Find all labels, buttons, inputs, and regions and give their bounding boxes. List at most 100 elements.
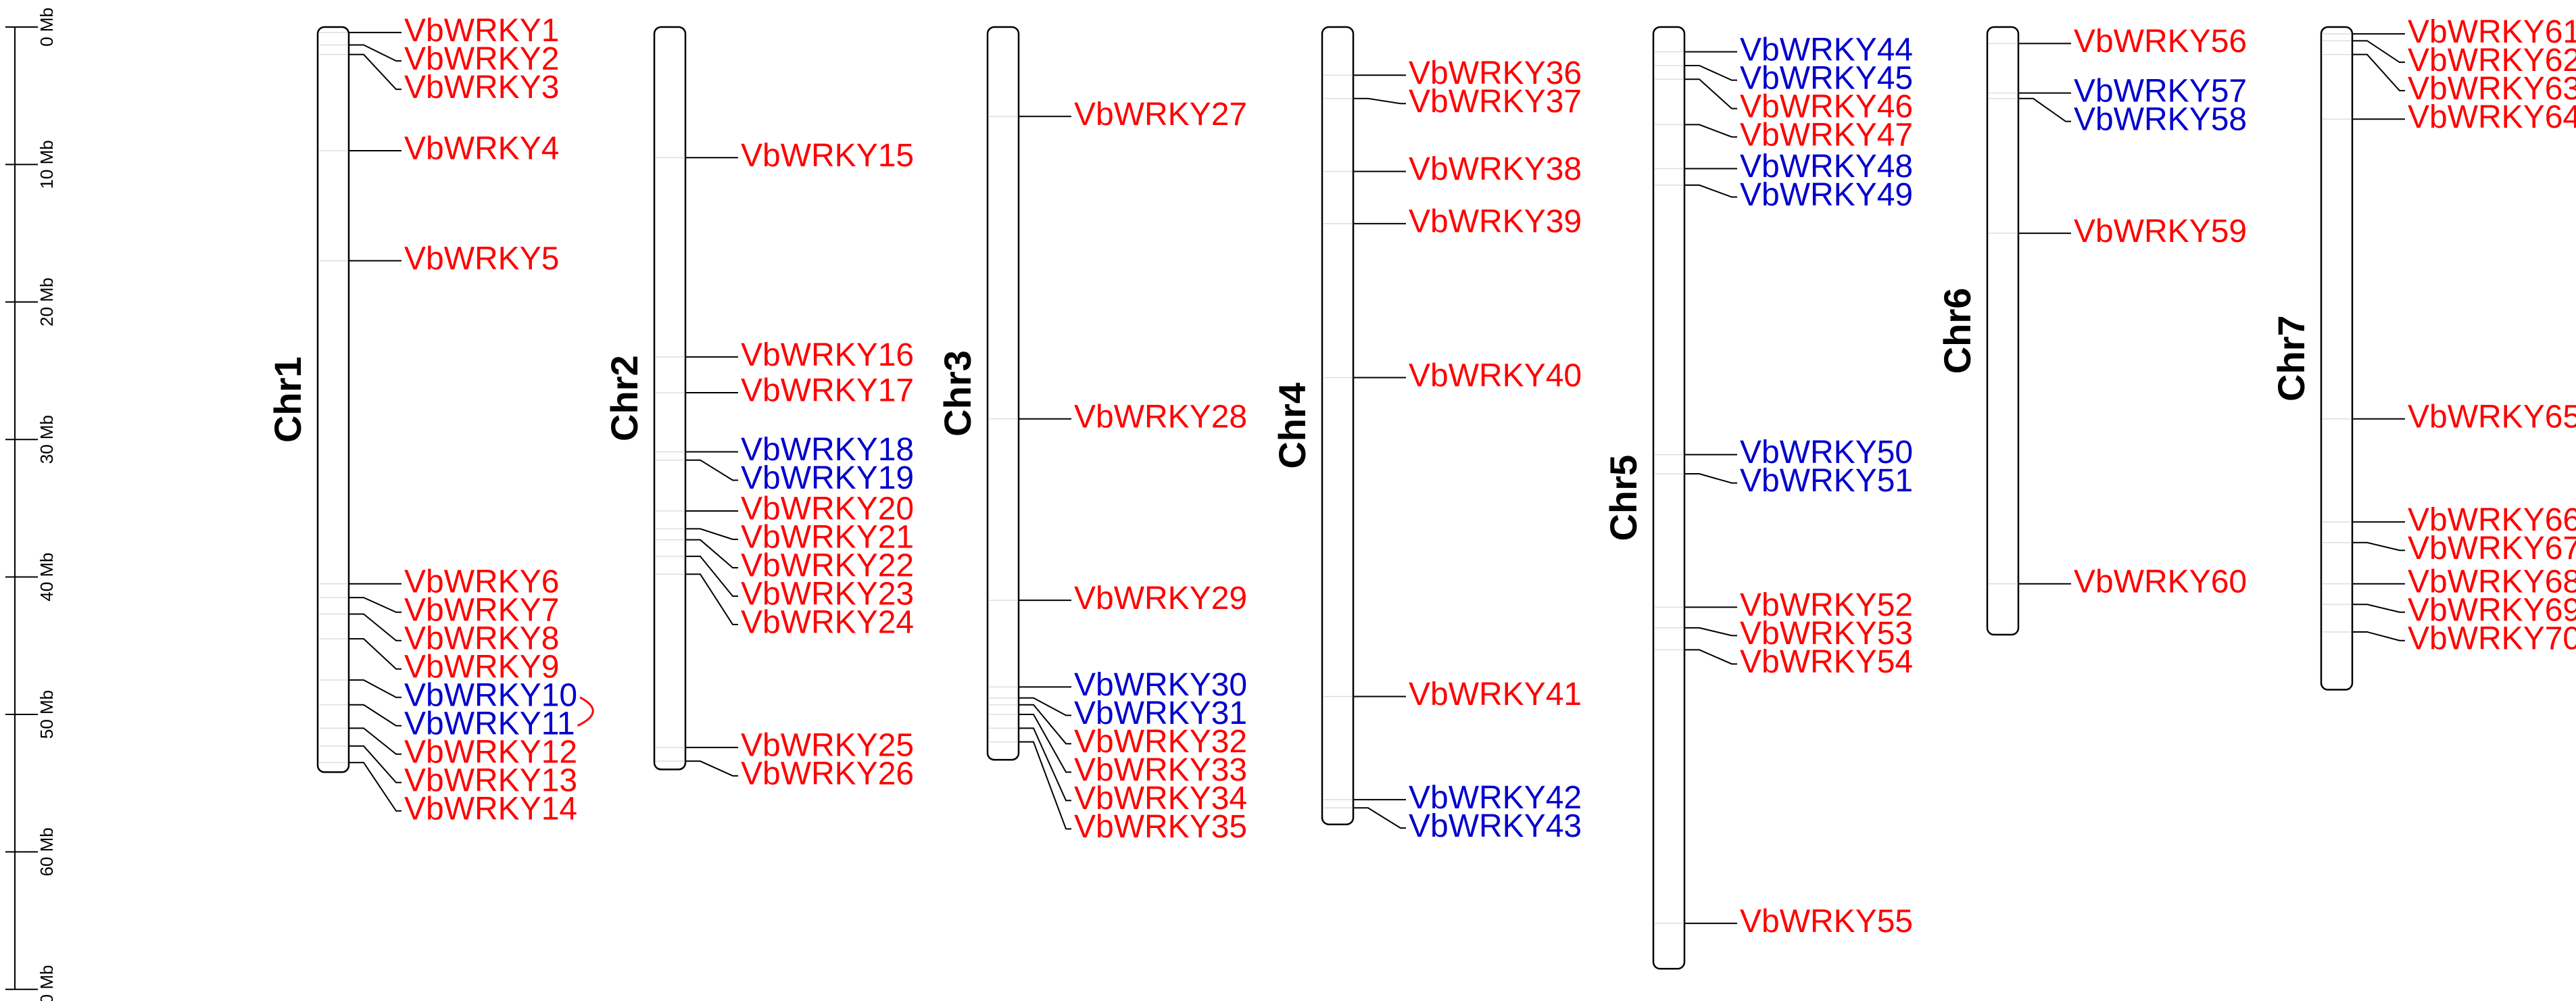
gene-label-vbwrky15: VbWRKY15	[741, 138, 914, 174]
gene-label-vbwrky17: VbWRKY17	[741, 373, 914, 409]
gene-connector	[1684, 64, 1737, 81]
gene-connector	[1019, 741, 1071, 830]
gene-label-vbwrky32: VbWRKY32	[1074, 724, 1247, 760]
chromosome-chr4: Chr4VbWRKY36VbWRKY37VbWRKY38VbWRKY39VbWR…	[1271, 26, 1582, 844]
gene-connector	[685, 573, 738, 625]
chromosome-chr3: Chr3VbWRKY27VbWRKY28VbWRKY29VbWRKY30VbWR…	[936, 26, 1247, 845]
gene-label-vbwrky53: VbWRKY53	[1740, 616, 1913, 652]
gene-connector	[349, 704, 402, 727]
gene-label-vbwrky21: VbWRKY21	[741, 520, 914, 556]
gene-label-vbwrky70: VbWRKY70	[2408, 620, 2576, 656]
gene-label-vbwrky52: VbWRKY52	[1740, 587, 1913, 623]
chromosome-bar	[986, 26, 1020, 761]
gene-label-vbwrky67: VbWRKY67	[2408, 531, 2576, 566]
gene-label-vbwrky47: VbWRKY47	[1740, 117, 1913, 153]
gene-label-vbwrky40: VbWRKY40	[1409, 358, 1582, 393]
gene-connector	[1353, 97, 1406, 105]
gene-connector	[349, 745, 402, 783]
chromosome-name: Chr4	[1271, 383, 1313, 469]
gene-label-vbwrky26: VbWRKY26	[741, 756, 914, 791]
gene-label-vbwrky63: VbWRKY63	[2408, 71, 2576, 107]
gene-connector	[349, 53, 402, 91]
gene-label-vbwrky57: VbWRKY57	[2074, 73, 2247, 109]
gene-label-vbwrky33: VbWRKY33	[1074, 752, 1247, 788]
gene-connector	[2352, 541, 2405, 552]
gene-label-vbwrky58: VbWRKY58	[2074, 101, 2247, 137]
gene-label-vbwrky22: VbWRKY22	[741, 548, 914, 584]
gene-label-vbwrky35: VbWRKY35	[1074, 809, 1247, 845]
scale-tick-label: 0 Mb	[37, 7, 57, 47]
chromosome-bar	[1652, 26, 1686, 970]
gene-label-vbwrky16: VbWRKY16	[741, 337, 914, 373]
chromosome-chr1: Chr1VbWRKY1VbWRKY2VbWRKY3VbWRKY4VbWRKY5V…	[266, 13, 577, 827]
scale-tick-label: 30 Mb	[37, 415, 57, 464]
gene-label-vbwrky43: VbWRKY43	[1409, 808, 1582, 844]
gene-connector	[2352, 53, 2405, 92]
gene-connector	[349, 613, 402, 641]
gene-connector	[685, 539, 738, 568]
chromosome-bar	[316, 26, 350, 773]
gene-connector	[1019, 697, 1071, 716]
gene-label-vbwrky64: VbWRKY64	[2408, 99, 2576, 135]
scale-tick-label: 10 Mb	[37, 140, 57, 189]
gene-connector	[2352, 631, 2405, 641]
gene-connector	[349, 44, 402, 62]
gene-label-vbwrky1: VbWRKY1	[404, 13, 559, 49]
gene-label-vbwrky28: VbWRKY28	[1074, 399, 1247, 435]
gene-connector	[1019, 714, 1071, 773]
gene-connector	[1019, 727, 1071, 802]
gene-label-vbwrky42: VbWRKY42	[1409, 780, 1582, 816]
chromosome-name: Chr1	[266, 356, 309, 443]
gene-label-vbwrky27: VbWRKY27	[1074, 97, 1247, 132]
scale-tick-label: 60 Mb	[37, 827, 57, 876]
gene-connector	[2352, 604, 2405, 613]
gene-label-vbwrky59: VbWRKY59	[2074, 214, 2247, 249]
chromosome-name: Chr3	[936, 350, 979, 437]
gene-connector	[685, 459, 738, 481]
gene-label-vbwrky25: VbWRKY25	[741, 727, 914, 763]
gene-connector	[1684, 184, 1737, 198]
gene-label-vbwrky61: VbWRKY61	[2408, 14, 2576, 50]
gene-label-vbwrky60: VbWRKY60	[2074, 564, 2247, 600]
chromosome-name: Chr6	[1936, 288, 1978, 374]
gene-label-vbwrky12: VbWRKY12	[404, 734, 577, 770]
scale-tick-label: 70 Mb	[37, 965, 57, 1001]
gene-label-vbwrky18: VbWRKY18	[741, 432, 914, 468]
gene-label-vbwrky69: VbWRKY69	[2408, 592, 2576, 628]
gene-label-vbwrky9: VbWRKY9	[404, 649, 559, 685]
gene-connector	[349, 679, 402, 698]
chromosome-bar	[653, 26, 687, 771]
gene-connector	[1684, 124, 1737, 138]
gene-label-vbwrky56: VbWRKY56	[2074, 24, 2247, 59]
chromosome-name: Chr5	[1602, 455, 1645, 541]
chromosome-bar	[2320, 26, 2354, 691]
chromosome-bar	[1986, 26, 2020, 636]
gene-label-vbwrky48: VbWRKY48	[1740, 149, 1913, 185]
gene-connector	[2018, 97, 2071, 122]
gene-label-vbwrky14: VbWRKY14	[404, 791, 577, 827]
gene-connector	[349, 762, 402, 812]
gene-connector	[349, 727, 402, 755]
gene-label-vbwrky7: VbWRKY7	[404, 592, 559, 628]
gene-connector	[1684, 649, 1737, 665]
gene-connector	[685, 528, 738, 540]
gene-label-vbwrky49: VbWRKY49	[1740, 177, 1913, 213]
gene-connector	[1019, 704, 1071, 745]
scale-tick-label: 50 Mb	[37, 690, 57, 739]
gene-label-vbwrky4: VbWRKY4	[404, 131, 559, 167]
chromosomes: Chr1VbWRKY1VbWRKY2VbWRKY3VbWRKY4VbWRKY5V…	[266, 13, 2576, 970]
gene-label-vbwrky6: VbWRKY6	[404, 564, 559, 600]
gene-label-vbwrky5: VbWRKY5	[404, 241, 559, 276]
scale-tick-label: 40 Mb	[37, 552, 57, 601]
gene-label-vbwrky39: VbWRKY39	[1409, 204, 1582, 240]
segmental-duplication-link	[577, 696, 594, 727]
chromosome-bar	[1321, 26, 1355, 825]
gene-label-vbwrky41: VbWRKY41	[1409, 677, 1582, 712]
gene-connector	[1353, 807, 1406, 829]
gene-label-vbwrky11: VbWRKY11	[404, 706, 575, 741]
gene-label-vbwrky2: VbWRKY2	[404, 41, 559, 77]
gene-connector	[685, 760, 738, 777]
chromosome-chr7: Chr7VbWRKY61VbWRKY62VbWRKY63VbWRKY64VbWR…	[2270, 14, 2576, 691]
gene-connector	[1684, 473, 1737, 484]
